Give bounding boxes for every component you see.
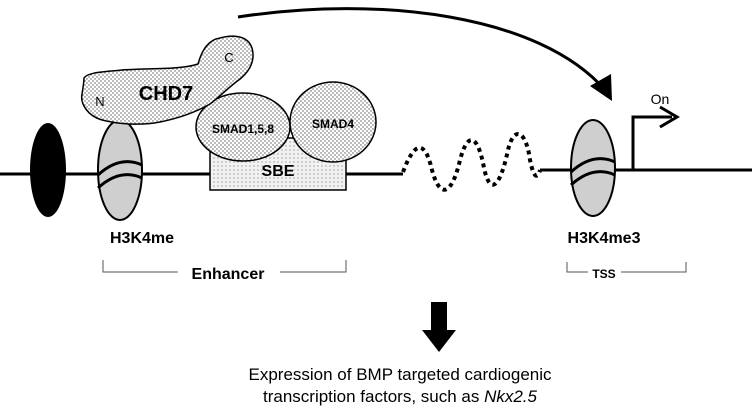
- chd7-protein: [80, 35, 254, 125]
- caption-line-1: Expression of BMP targeted cardiogenic: [248, 365, 552, 384]
- enhancer-bracket: [102, 260, 347, 273]
- caption-line-2: transcription factors, such as Nkx2.5: [200, 386, 600, 408]
- smad158-protein: [195, 92, 291, 162]
- chd7-n-terminal: N: [95, 94, 104, 109]
- curved-arrow-head: [590, 74, 612, 101]
- chd7-label: CHD7: [139, 83, 193, 105]
- dna-loop-dotted: [401, 132, 542, 192]
- enhancer-label: Enhancer: [192, 266, 265, 283]
- h3k4me-label: H3K4me: [110, 230, 174, 247]
- smad158-label: SMAD1,5,8: [212, 122, 274, 136]
- smad4-label: SMAD4: [312, 117, 354, 131]
- h3k4me3-label: H3K4me3: [568, 230, 641, 247]
- tss-arrow: [631, 105, 680, 170]
- down-arrow-icon: [422, 302, 456, 352]
- on-label: On: [651, 91, 670, 107]
- black-nucleosome: [30, 123, 66, 217]
- tss-label: TSS: [592, 267, 615, 281]
- chd7-c-terminal: C: [224, 50, 233, 65]
- expression-caption: Expression of BMP targeted cardiogenic t…: [200, 364, 600, 408]
- caption-gene-name: Nkx2.5: [484, 387, 537, 406]
- caption-line-2-prefix: transcription factors, such as: [262, 387, 485, 406]
- sbe-label: SBE: [262, 163, 295, 180]
- nucleosome-enhancer: [96, 119, 143, 221]
- enhancer-to-tss-arrow: [237, 7, 607, 91]
- nucleosome-tss: [569, 119, 616, 217]
- tss-bracket: [566, 262, 687, 273]
